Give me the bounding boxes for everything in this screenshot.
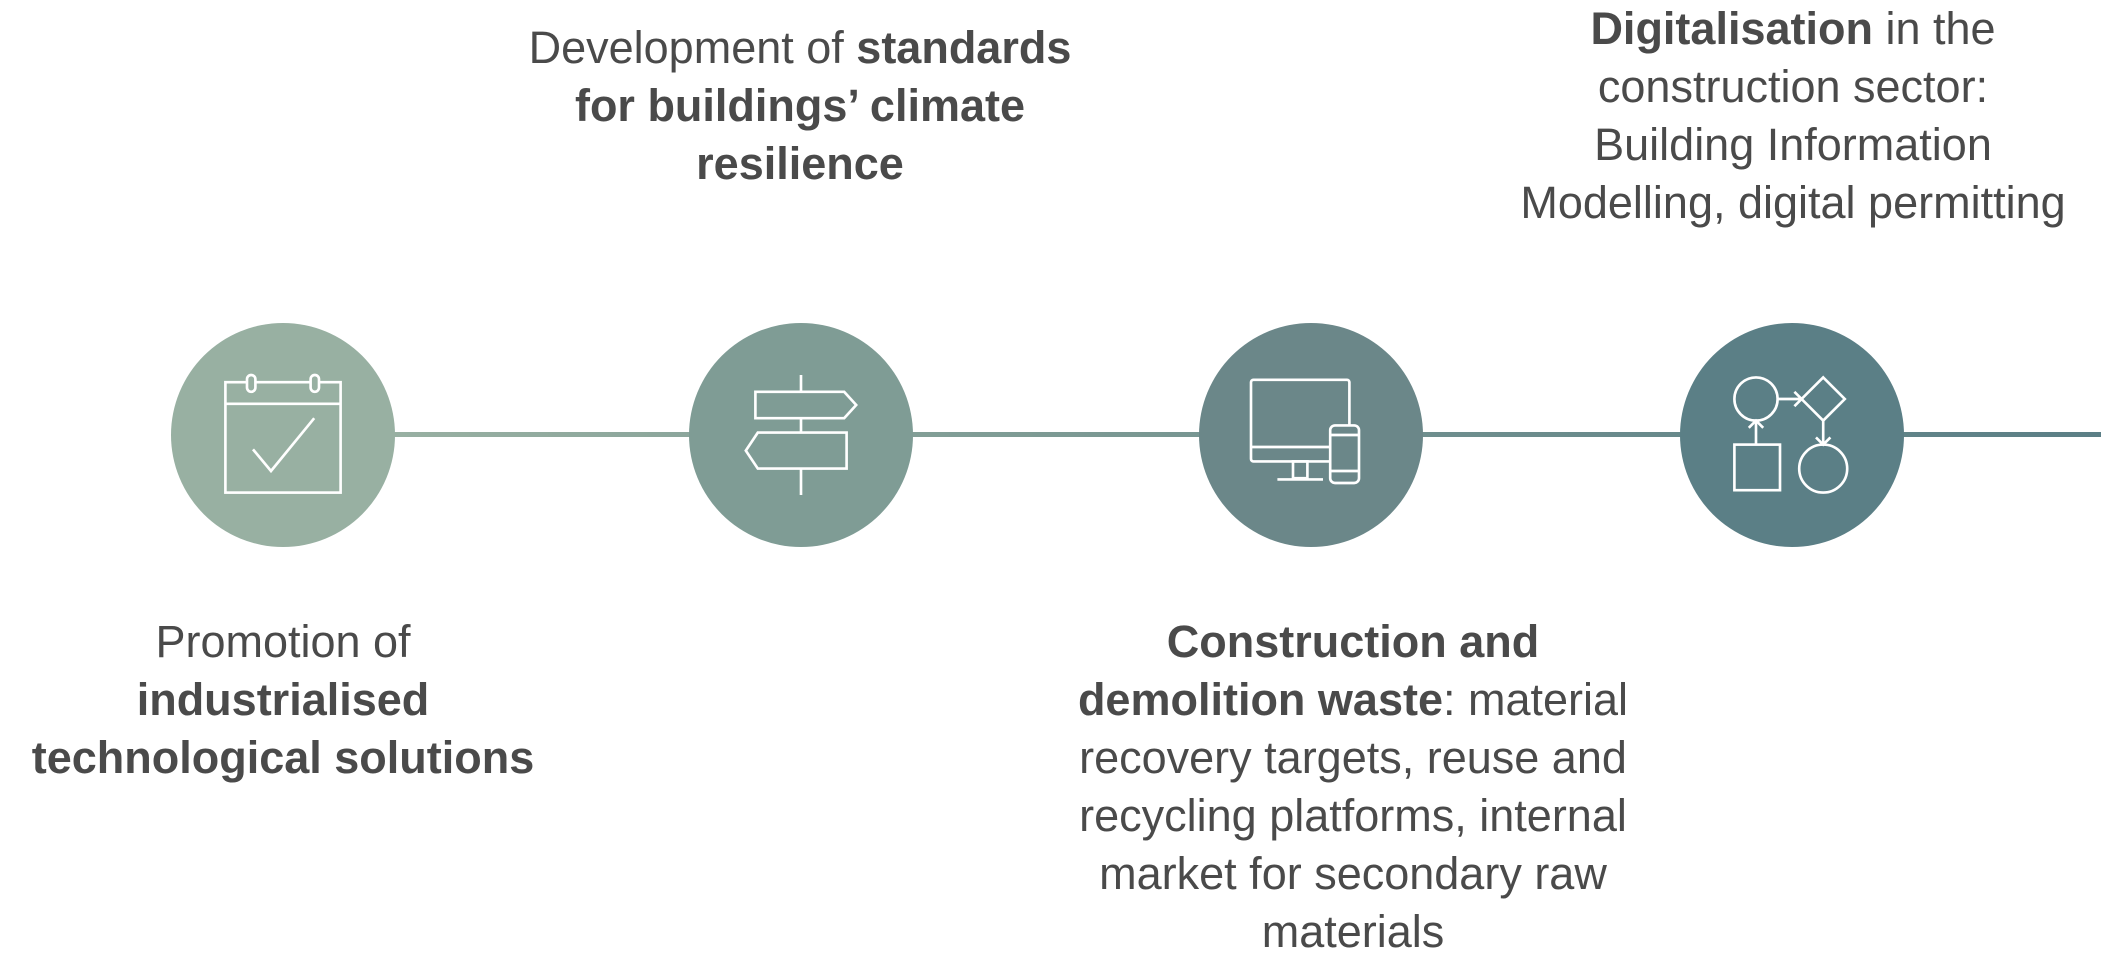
step-3-label-line-1: Construction and	[1166, 616, 1540, 667]
step-4-circle	[1680, 323, 1904, 547]
step-4-label-line-2: construction sector:	[1597, 61, 1989, 112]
step-1-label-line-3: technological solutions	[31, 732, 535, 783]
step-4-label-line-1-plain: in the	[1872, 3, 1996, 54]
step-2-label-line-1-plain: Development of	[528, 22, 857, 73]
desktop-and-phone-icon	[1249, 378, 1361, 485]
step-4-label-line-4: Modelling, digital permitting	[1520, 177, 2066, 228]
step-4-label: Digitalisation in the construction secto…	[1488, 0, 2098, 232]
step-3-label-line-5: market for secondary raw	[1099, 848, 1607, 899]
step-2-label-line-1-bold: standards	[856, 22, 1072, 73]
step-4-label-line-3: Building Information	[1594, 119, 1992, 170]
step-1-label: Promotion of industrialised technologica…	[0, 613, 566, 787]
step-1-label-line-1: Promotion of	[155, 616, 411, 667]
step-2-label-line-2: for buildings’ climate	[574, 80, 1026, 131]
step-1-label-line-2: industrialised	[136, 674, 430, 725]
signpost-icon	[744, 375, 858, 495]
step-1-circle	[171, 323, 395, 547]
step-2-label: Development of standards for buildings’ …	[500, 19, 1100, 193]
calendar-check-icon	[224, 373, 342, 494]
process-flowchart-icon	[1733, 375, 1849, 494]
step-3-label-line-3: recovery targets, reuse and	[1079, 732, 1627, 783]
step-3-label-line-2-bold: demolition waste	[1077, 674, 1443, 725]
step-3-label: Construction and demolition waste: mater…	[1023, 613, 1683, 961]
step-3-label-line-4: recycling platforms, internal	[1079, 790, 1627, 841]
step-3-label-line-6: materials	[1261, 906, 1445, 957]
step-3-label-line-2-plain: : material	[1443, 674, 1629, 725]
step-2-circle	[689, 323, 913, 547]
step-3-circle	[1199, 323, 1423, 547]
step-2-label-line-3: resilience	[696, 138, 904, 189]
step-4-label-line-1-bold: Digitalisation	[1590, 3, 1873, 54]
